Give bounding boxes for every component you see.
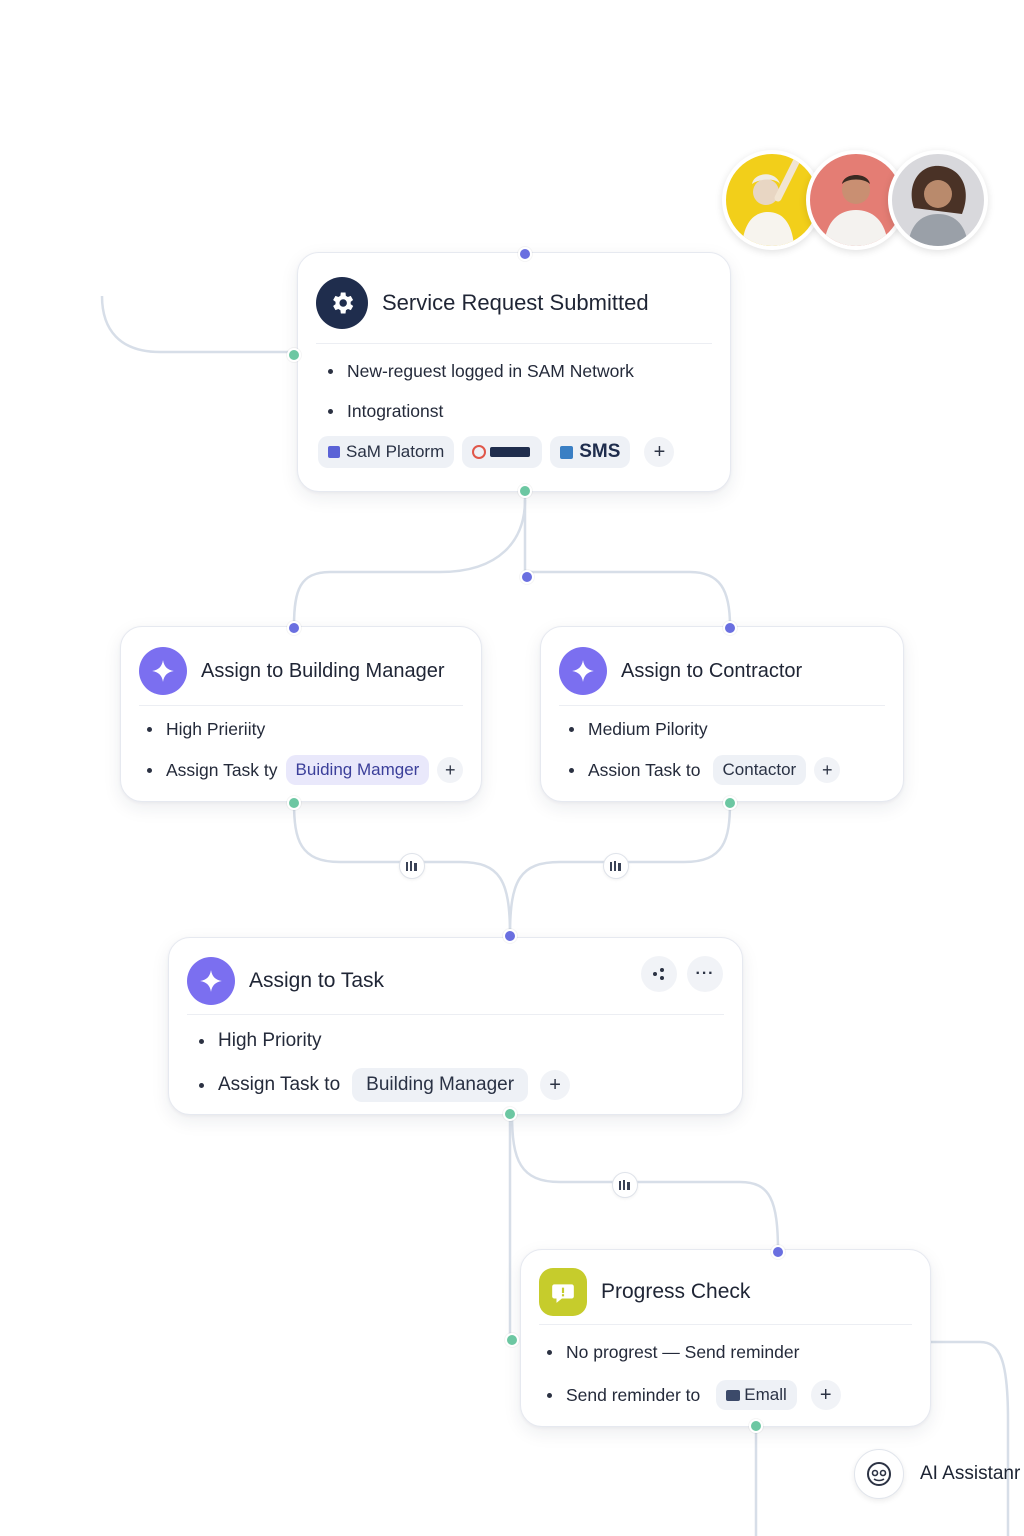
service-request-card[interactable]: Service Request Submitted New-reguest lo…: [297, 252, 731, 492]
condition-icon[interactable]: [399, 853, 425, 879]
condition-icon[interactable]: [612, 1172, 638, 1198]
sms-icon: [560, 445, 574, 459]
connector-node[interactable]: [749, 1419, 763, 1433]
card-title: Assign to Contractor: [621, 659, 803, 682]
email-icon: [726, 1389, 741, 1401]
bullet-text: New-reguest logged in SAM Network: [347, 361, 634, 381]
bullet-text: High Prieriity: [166, 719, 266, 739]
sparkle-icon: [139, 647, 187, 695]
connector-node[interactable]: [520, 570, 534, 584]
chat-icon: [539, 1268, 587, 1316]
assignee-chip[interactable]: Contactor: [712, 755, 807, 785]
connector-node[interactable]: [723, 621, 737, 635]
ai-assistant-icon: [854, 1449, 904, 1499]
sam-platform-chip[interactable]: SaM Platorm: [318, 436, 455, 468]
ai-assistant-label: AI Assistanr: [920, 1463, 1021, 1484]
bullet-text: High Priority: [218, 1030, 322, 1051]
integration-logo-chip[interactable]: [462, 436, 543, 468]
assign-task-card[interactable]: Assign to Task ··· High Priority Assign …: [168, 937, 743, 1115]
connector-node[interactable]: [287, 796, 301, 810]
branch-icon: [653, 968, 664, 980]
connector-node[interactable]: [503, 929, 517, 943]
platform-icon: [328, 446, 340, 458]
assign-contractor-card[interactable]: Assign to Contractor Medium Pilority Ass…: [540, 626, 904, 802]
bullet-text: Assign Task ty: [166, 759, 278, 780]
bullet-text: Assion Task to: [588, 759, 701, 780]
add-assignee-button[interactable]: +: [437, 757, 464, 783]
connector-node[interactable]: [723, 796, 737, 810]
add-integration-button[interactable]: +: [644, 437, 675, 467]
assign-building-manager-card[interactable]: Assign to Building Manager High Prieriit…: [120, 626, 482, 802]
connector-node[interactable]: [518, 247, 532, 261]
connector-node[interactable]: [503, 1107, 517, 1121]
progress-check-card[interactable]: Progress Check No progrest — Send remind…: [520, 1249, 931, 1427]
ai-assistant[interactable]: AI Assistanr: [854, 1449, 1020, 1499]
connector-node[interactable]: [505, 1333, 519, 1347]
more-options-button[interactable]: ···: [687, 956, 723, 992]
branch-button[interactable]: [641, 956, 677, 992]
connector-node[interactable]: [287, 348, 301, 362]
connector-node[interactable]: [518, 484, 532, 498]
connector-node[interactable]: [771, 1245, 785, 1259]
avatar-3[interactable]: [888, 150, 988, 250]
add-channel-button[interactable]: +: [810, 1380, 841, 1410]
sparkle-icon: [187, 957, 235, 1005]
card-title: Progress Check: [601, 1280, 751, 1303]
sparkle-icon: [559, 647, 607, 695]
email-chip[interactable]: Emall: [716, 1380, 797, 1410]
connector-node[interactable]: [287, 621, 301, 635]
card-title: Assign to Task: [249, 969, 385, 992]
card-title: Assign to Building Manager: [201, 659, 445, 682]
condition-icon[interactable]: [603, 853, 629, 879]
add-assignee-button[interactable]: +: [540, 1070, 571, 1100]
assignee-chip[interactable]: Building Manager: [352, 1068, 529, 1102]
bullet-text: Send reminder to: [566, 1384, 701, 1405]
add-assignee-button[interactable]: +: [814, 757, 841, 783]
gear-icon: [316, 277, 368, 329]
integration-logo-icon: [472, 445, 487, 459]
card-title: Service Request Submitted: [382, 290, 649, 315]
bullet-text: Medium Pilority: [588, 719, 708, 739]
bullet-text: Assign Task to: [218, 1074, 341, 1095]
bullet-text: No progrest — Send reminder: [566, 1342, 800, 1362]
assignee-chip[interactable]: Buiding Mamger: [285, 755, 430, 785]
bullet-text: Intogrationst: [347, 401, 444, 421]
sms-chip[interactable]: SMS: [550, 436, 631, 468]
